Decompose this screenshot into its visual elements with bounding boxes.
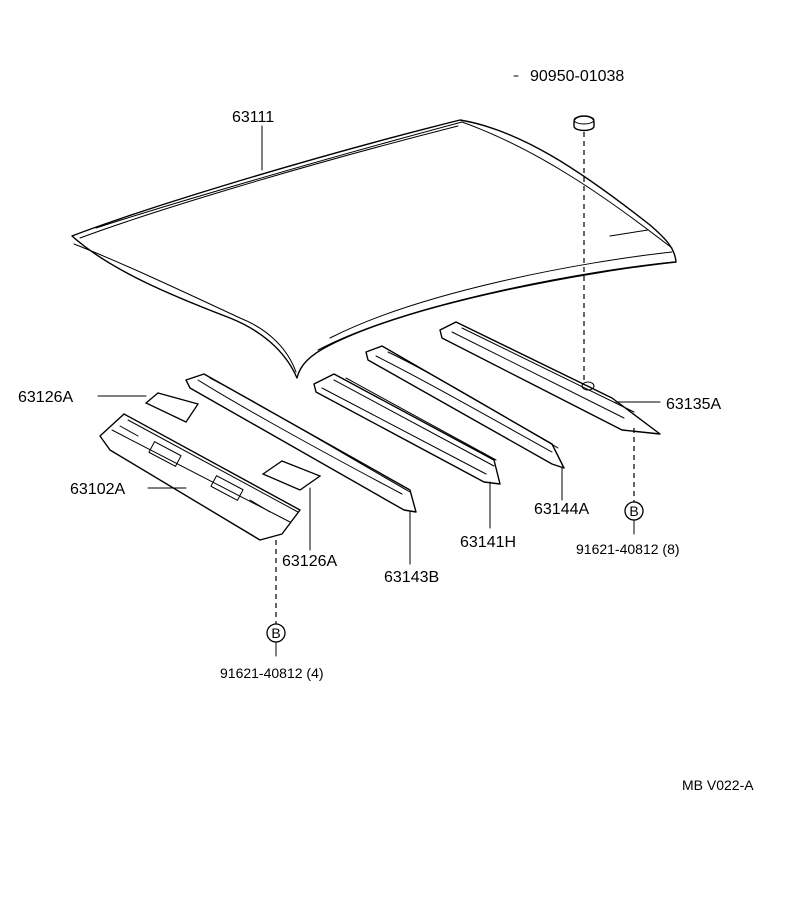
- pad-right: [261, 460, 322, 491]
- label-roof-bow-63144a: 63144A: [534, 501, 589, 518]
- callout-b-rear-label: B: [629, 503, 638, 519]
- label-roof-panel: 63111: [232, 109, 274, 126]
- label-front-header: 63102A: [70, 481, 125, 498]
- label-roof-bow-63141h: 63141H: [460, 534, 516, 551]
- roof-bow-63144a: [365, 345, 565, 469]
- label-rear-header: 63135A: [666, 396, 721, 413]
- label-roof-bow-63143b: 63143B: [384, 569, 439, 586]
- label-pad-right: 63126A: [282, 553, 337, 570]
- label-pad-left: 63126A: [18, 389, 73, 406]
- callout-b-front: B: [266, 623, 286, 643]
- diagram-id: MB V022-A: [682, 777, 754, 793]
- leader-lines: [97, 75, 661, 657]
- rear-header-panel: [439, 321, 661, 435]
- roof-bow-63141h: [313, 373, 501, 485]
- label-bolt-rear: 91621-40812 (8): [576, 541, 680, 557]
- plug-part: [573, 115, 595, 132]
- callout-b-front-label: B: [271, 625, 280, 641]
- label-bolt-front: 91621-40812 (4): [220, 665, 324, 681]
- dashed-lines: [275, 132, 635, 624]
- roof-bow-63143b: [185, 373, 417, 513]
- roof-panel: [71, 119, 677, 379]
- pad-left: [144, 392, 200, 423]
- callout-b-rear: B: [624, 501, 644, 521]
- front-header-panel: [99, 413, 301, 541]
- label-plug: 90950-01038: [530, 68, 624, 85]
